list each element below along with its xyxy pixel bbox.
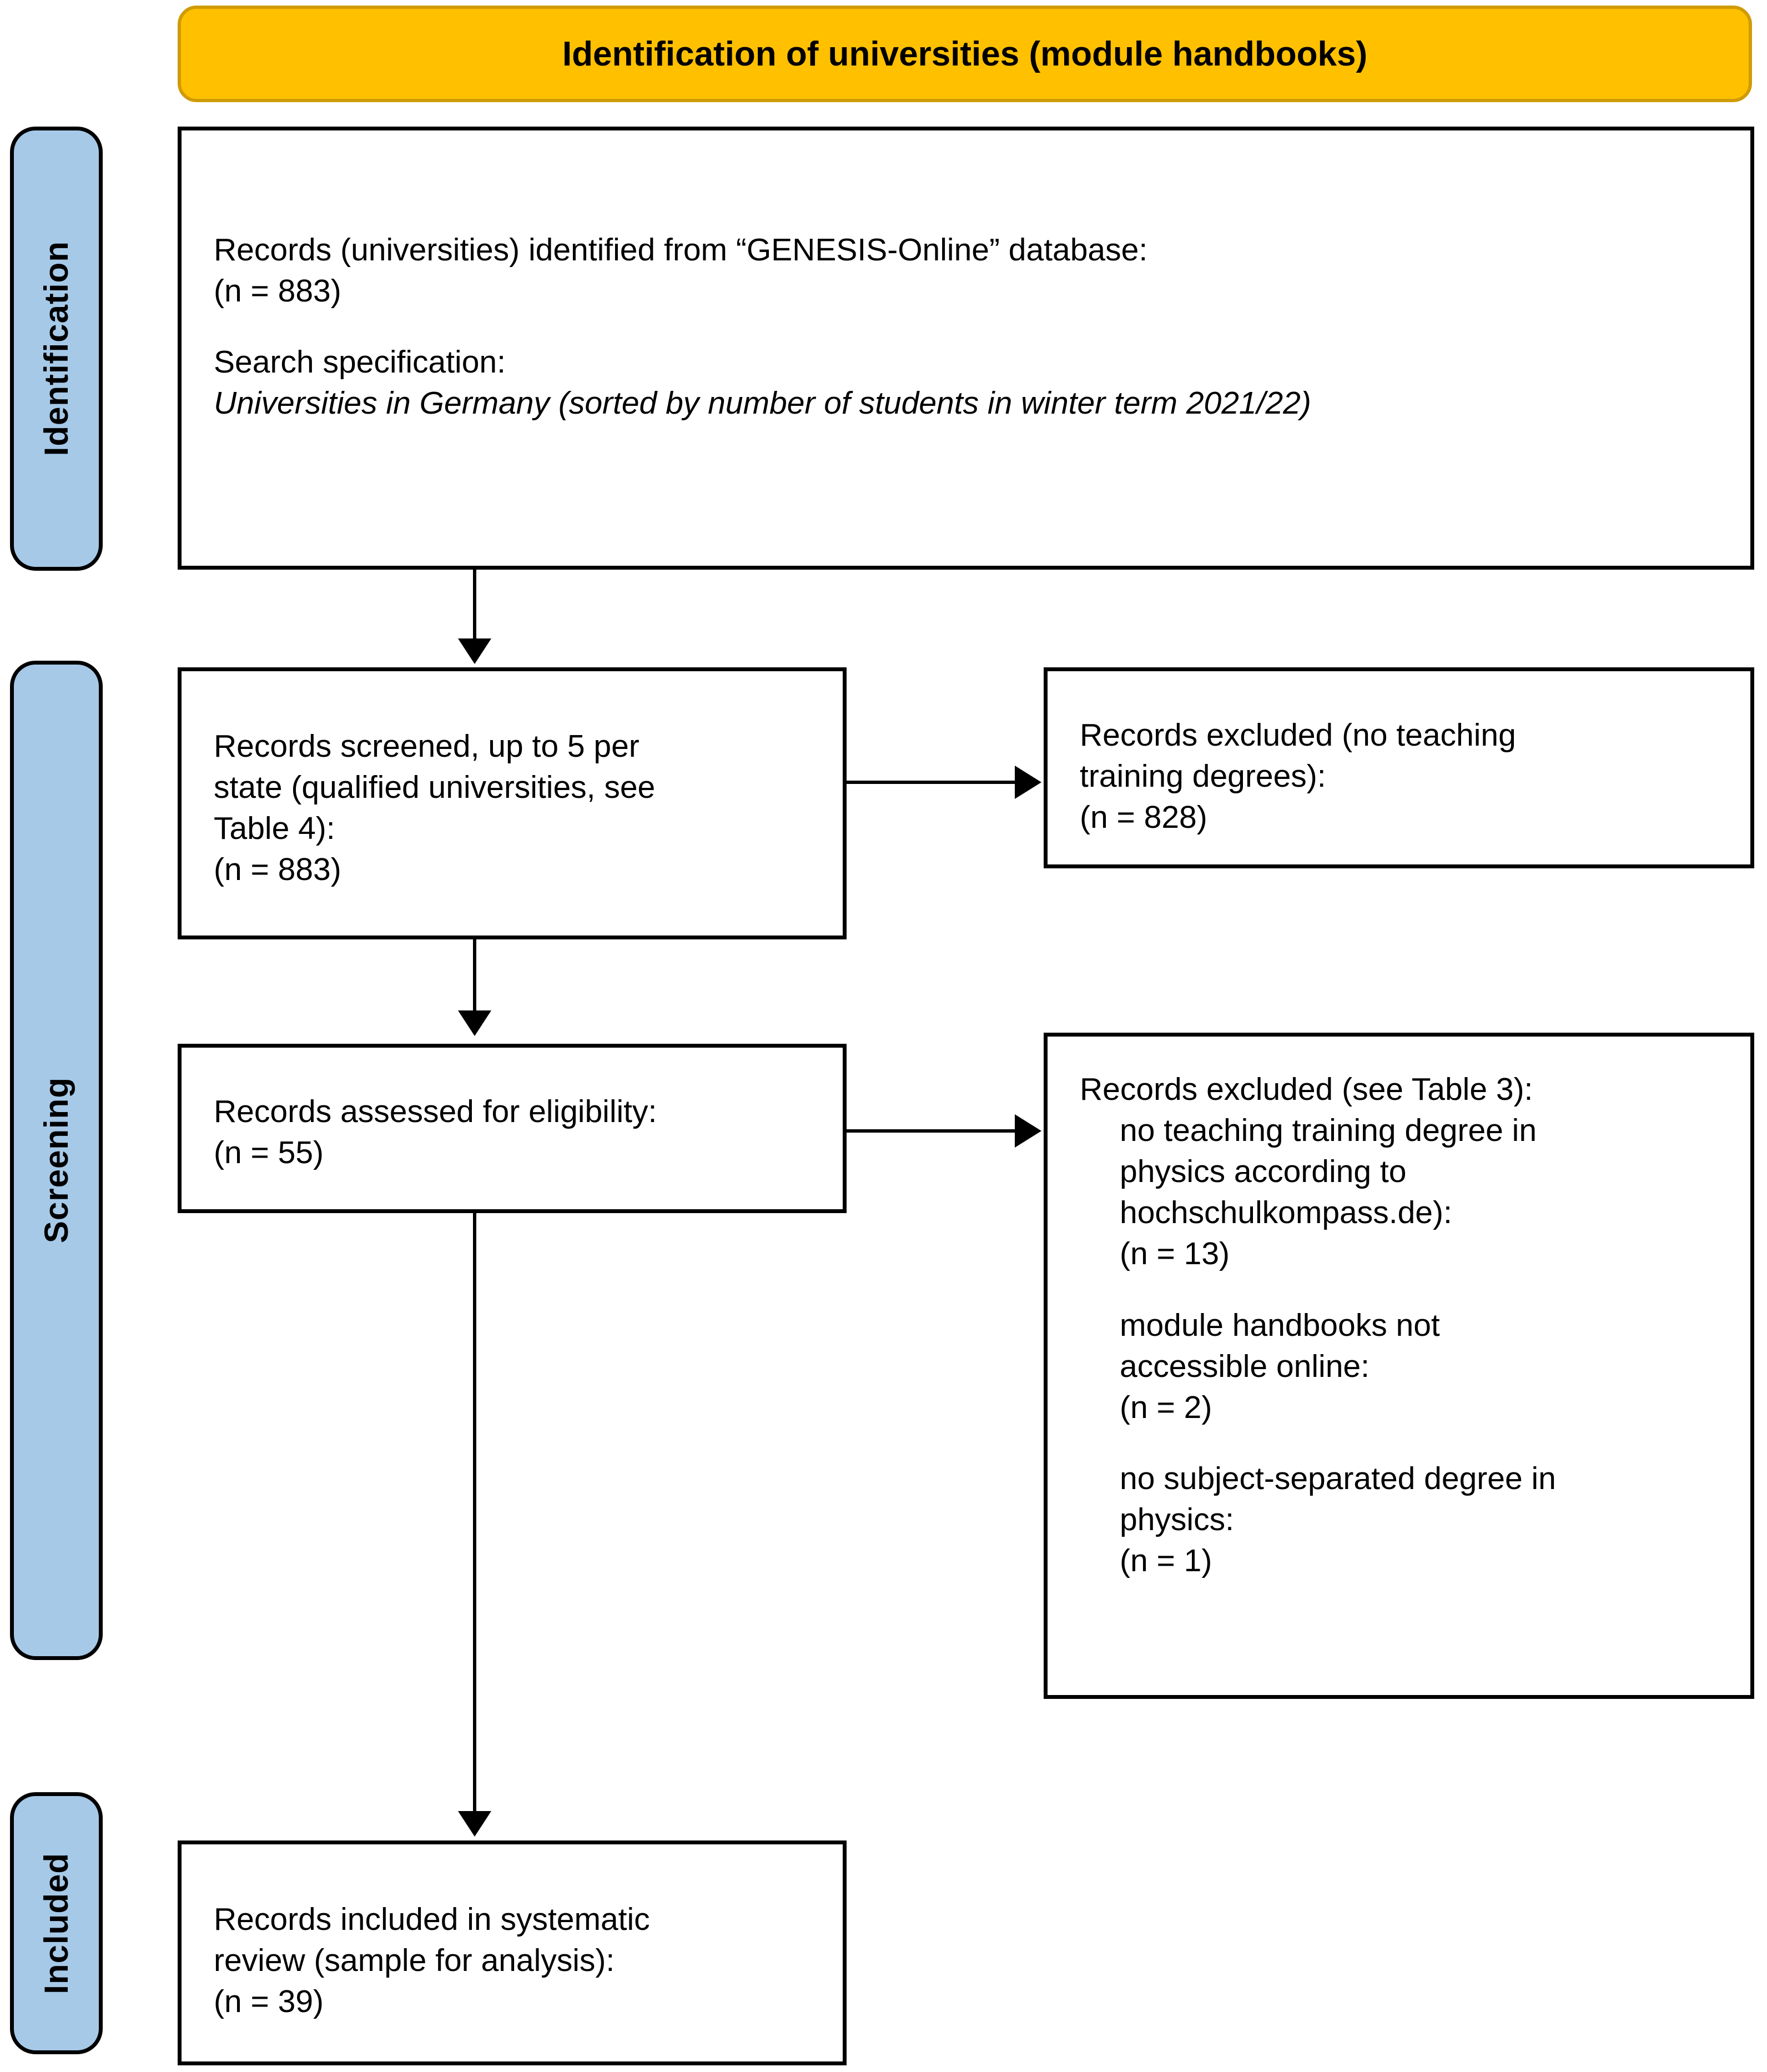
excluded-eligibility-reason1-n: (n = 13) — [1120, 1236, 1230, 1272]
included-line3: (n = 39) — [214, 1984, 324, 2020]
phase-label-included: Included — [10, 1792, 103, 2054]
excluded-screening-line2: training degrees): — [1080, 758, 1326, 794]
excluded-eligibility-reason2-line1: module handbooks not — [1120, 1307, 1440, 1343]
screened-line3: Table 4): — [214, 811, 335, 847]
excluded-screening-line1: Records excluded (no teaching — [1080, 717, 1516, 753]
eligibility-line1: Records assessed for eligibility: — [214, 1094, 657, 1129]
connector-eligibility-to-included — [473, 1213, 476, 1818]
box-records-screened: Records screened, up to 5 per state (qua… — [178, 667, 847, 939]
eligibility-line2: (n = 55) — [214, 1135, 324, 1171]
arrowhead-screened-to-eligibility — [458, 1010, 491, 1036]
identified-line4: Universities in Germany (sorted by numbe… — [214, 385, 1311, 421]
connector-identified-to-screened — [473, 570, 476, 647]
excluded-screening-line3: (n = 828) — [1080, 799, 1207, 836]
box-records-identified: Records (universities) identified from “… — [178, 127, 1754, 570]
phase-label-included-text: Included — [37, 1852, 75, 1994]
connector-screened-to-excluded — [847, 781, 1019, 784]
phase-label-identification: Identification — [10, 127, 103, 571]
identified-line2: (n = 883) — [214, 273, 341, 309]
phase-label-identification-text: Identification — [37, 241, 75, 456]
box-records-excluded-screening: Records excluded (no teaching training d… — [1044, 667, 1754, 868]
identified-line1: Records (universities) identified from “… — [214, 232, 1148, 268]
connector-screened-to-eligibility — [473, 939, 476, 1017]
arrowhead-screened-to-excluded — [1015, 766, 1041, 799]
screened-line2: state (qualified universities, see — [214, 770, 656, 806]
box-records-included: Records included in systematic review (s… — [178, 1840, 847, 2065]
arrowhead-identified-to-screened — [458, 638, 491, 664]
phase-label-screening-text: Screening — [37, 1077, 75, 1244]
excluded-eligibility-reason2-line2: accessible online: — [1120, 1348, 1370, 1384]
excluded-eligibility-reason1-line1: no teaching training degree in — [1120, 1113, 1537, 1149]
identified-line3: Search specification: — [214, 344, 506, 380]
phase-label-screening: Screening — [10, 661, 103, 1660]
box-records-excluded-eligibility: Records excluded (see Table 3): no teach… — [1044, 1033, 1754, 1699]
excluded-eligibility-reason2-n: (n = 2) — [1120, 1389, 1212, 1425]
arrowhead-eligibility-to-included — [458, 1811, 491, 1837]
excluded-eligibility-heading: Records excluded (see Table 3): — [1080, 1072, 1533, 1107]
excluded-eligibility-reason1-line2: physics according to — [1120, 1154, 1407, 1190]
included-line2: review (sample for analysis): — [214, 1943, 615, 1979]
header-title: Identification of universities (module h… — [562, 34, 1368, 73]
excluded-eligibility-reason3-line2: physics: — [1120, 1502, 1234, 1538]
excluded-eligibility-reason3-line1: no subject-separated degree in — [1120, 1461, 1556, 1497]
excluded-eligibility-reason1-line3: hochschulkompass.de): — [1120, 1195, 1452, 1231]
included-line1: Records included in systematic — [214, 1902, 650, 1937]
screened-line1: Records screened, up to 5 per — [214, 728, 640, 764]
arrowhead-eligibility-to-excluded — [1015, 1114, 1041, 1148]
box-records-assessed-eligibility: Records assessed for eligibility: (n = 5… — [178, 1044, 847, 1213]
diagram-header-banner: Identification of universities (module h… — [178, 6, 1752, 102]
screened-line4: (n = 883) — [214, 852, 341, 888]
excluded-eligibility-reason3-n: (n = 1) — [1120, 1543, 1212, 1579]
connector-eligibility-to-excluded — [847, 1129, 1019, 1133]
